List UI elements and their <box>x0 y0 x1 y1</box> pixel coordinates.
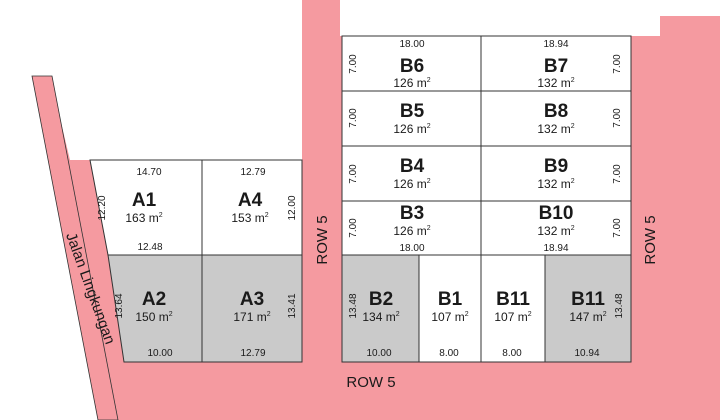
lot-b2-dim-bottom: 10.00 <box>366 348 391 359</box>
row-middle-label: ROW 5 <box>314 215 331 264</box>
lot-a4[interactable]: A4 153 m2 12.79 12.00 <box>201 159 303 256</box>
lot-b4-area: 126 m2 <box>393 177 430 191</box>
lot-b10-dim-right: 7.00 <box>612 218 623 238</box>
lot-b4-id: B4 <box>400 156 425 177</box>
lot-b10[interactable]: B10 132 m2 7.00 18.94 <box>480 200 632 256</box>
lot-b2-id: B2 <box>369 289 393 310</box>
row-right-label: ROW 5 <box>642 215 659 264</box>
lot-a3[interactable]: A3 171 m2 13.41 12.79 <box>201 254 303 363</box>
outside-top-left <box>0 0 302 36</box>
lot-b11-right[interactable]: B11 147 m2 13.48 10.94 <box>544 254 632 363</box>
lot-a2-dim-left: 13.64 <box>114 293 125 318</box>
lot-b10-dim-bottom: 18.94 <box>543 243 568 254</box>
lot-a4-area: 153 m2 <box>231 211 268 225</box>
lot-b3-id: B3 <box>400 203 424 224</box>
lot-b8-dim-right: 7.00 <box>612 108 623 128</box>
lot-b6-dim-top: 18.00 <box>399 39 424 50</box>
lot-a4-id: A4 <box>238 190 263 211</box>
lot-b9-area: 132 m2 <box>537 177 574 191</box>
lot-b7-area: 132 m2 <box>537 76 574 90</box>
lot-b4-dim-left: 7.00 <box>348 164 359 184</box>
lot-b8-id: B8 <box>544 101 568 122</box>
lot-b5-dim-left: 7.00 <box>348 108 359 128</box>
lot-b11-left-area: 107 m2 <box>494 310 531 324</box>
lot-b8-area: 132 m2 <box>537 122 574 136</box>
row-bottom-label: ROW 5 <box>346 374 395 391</box>
lot-b7[interactable]: B7 132 m2 18.94 7.00 <box>480 35 632 92</box>
lot-b11-left[interactable]: B11 107 m2 8.00 <box>480 254 546 363</box>
lot-b1[interactable]: B1 107 m2 8.00 <box>418 254 482 363</box>
outside-left-bottom <box>0 76 98 420</box>
lot-b6[interactable]: B6 126 m2 18.00 7.00 <box>341 35 482 92</box>
lot-b9-id: B9 <box>544 156 568 177</box>
outside-left <box>0 36 302 160</box>
lot-b11-left-dim-bottom: 8.00 <box>502 348 522 359</box>
lot-b5-area: 126 m2 <box>393 122 430 136</box>
lot-b2[interactable]: B2 134 m2 13.48 10.00 <box>341 254 420 363</box>
lot-b3[interactable]: B3 126 m2 7.00 18.00 <box>341 200 482 256</box>
lot-b2-dim-left: 13.48 <box>348 293 359 318</box>
lot-b8[interactable]: B8 132 m2 7.00 <box>480 90 632 147</box>
lot-a2[interactable]: A2 150 m2 13.64 10.00 <box>107 254 203 363</box>
lot-b7-dim-right: 7.00 <box>612 54 623 74</box>
lot-a1-id: A1 <box>132 190 157 211</box>
lot-b11-right-area: 147 m2 <box>569 310 606 324</box>
lot-b5[interactable]: B5 126 m2 7.00 <box>341 90 482 147</box>
lot-a1-dim-top: 14.70 <box>136 167 161 178</box>
lot-a4-dim-right: 12.00 <box>287 195 298 220</box>
lot-b6-dim-left: 7.00 <box>348 54 359 74</box>
lot-b11-right-dim-right: 13.48 <box>614 293 625 318</box>
lot-b11-right-dim-bottom: 10.94 <box>574 348 599 359</box>
jalan-lingkungan-road <box>31 75 119 420</box>
lot-b1-id: B1 <box>438 289 463 310</box>
lot-a1[interactable]: A1 163 m2 14.70 12.20 12.48 <box>89 159 203 256</box>
lot-b11-left-id: B11 <box>496 289 530 310</box>
lot-b5-id: B5 <box>400 101 425 122</box>
lot-a2-dim-bottom: 10.00 <box>147 348 172 359</box>
lot-a3-dim-bottom: 12.79 <box>240 348 265 359</box>
lot-b3-dim-bottom: 18.00 <box>399 243 424 254</box>
lot-a1-dim-left: 12.20 <box>97 195 108 220</box>
lot-b6-area: 126 m2 <box>393 76 430 90</box>
lot-a3-id: A3 <box>240 289 264 310</box>
lot-b1-dim-bottom: 8.00 <box>439 348 459 359</box>
lot-a1-dim-bottom: 12.48 <box>137 242 162 253</box>
lot-b3-area: 126 m2 <box>393 224 430 238</box>
lot-b9-dim-right: 7.00 <box>612 164 623 184</box>
lot-a2-id: A2 <box>142 289 166 310</box>
lot-b2-area: 134 m2 <box>362 310 399 324</box>
lot-b4[interactable]: B4 126 m2 7.00 <box>341 145 482 202</box>
lot-a3-dim-right: 13.41 <box>287 293 298 318</box>
lot-a4-dim-top: 12.79 <box>240 167 265 178</box>
lot-b1-area: 107 m2 <box>431 310 468 324</box>
lot-a2-area: 150 m2 <box>135 310 172 324</box>
lot-b10-area: 132 m2 <box>537 224 574 238</box>
lot-b3-dim-left: 7.00 <box>348 218 359 238</box>
lot-b6-id: B6 <box>400 56 424 77</box>
lot-a3-area: 171 m2 <box>233 310 270 324</box>
lot-b9[interactable]: B9 132 m2 7.00 <box>480 145 632 202</box>
outside-top <box>0 0 720 36</box>
lot-b10-id: B10 <box>539 203 574 224</box>
lot-b7-id: B7 <box>544 56 568 77</box>
lot-b11-right-id: B11 <box>571 289 605 310</box>
lot-a1-area: 163 m2 <box>125 211 162 225</box>
lot-b7-dim-top: 18.94 <box>543 39 568 50</box>
